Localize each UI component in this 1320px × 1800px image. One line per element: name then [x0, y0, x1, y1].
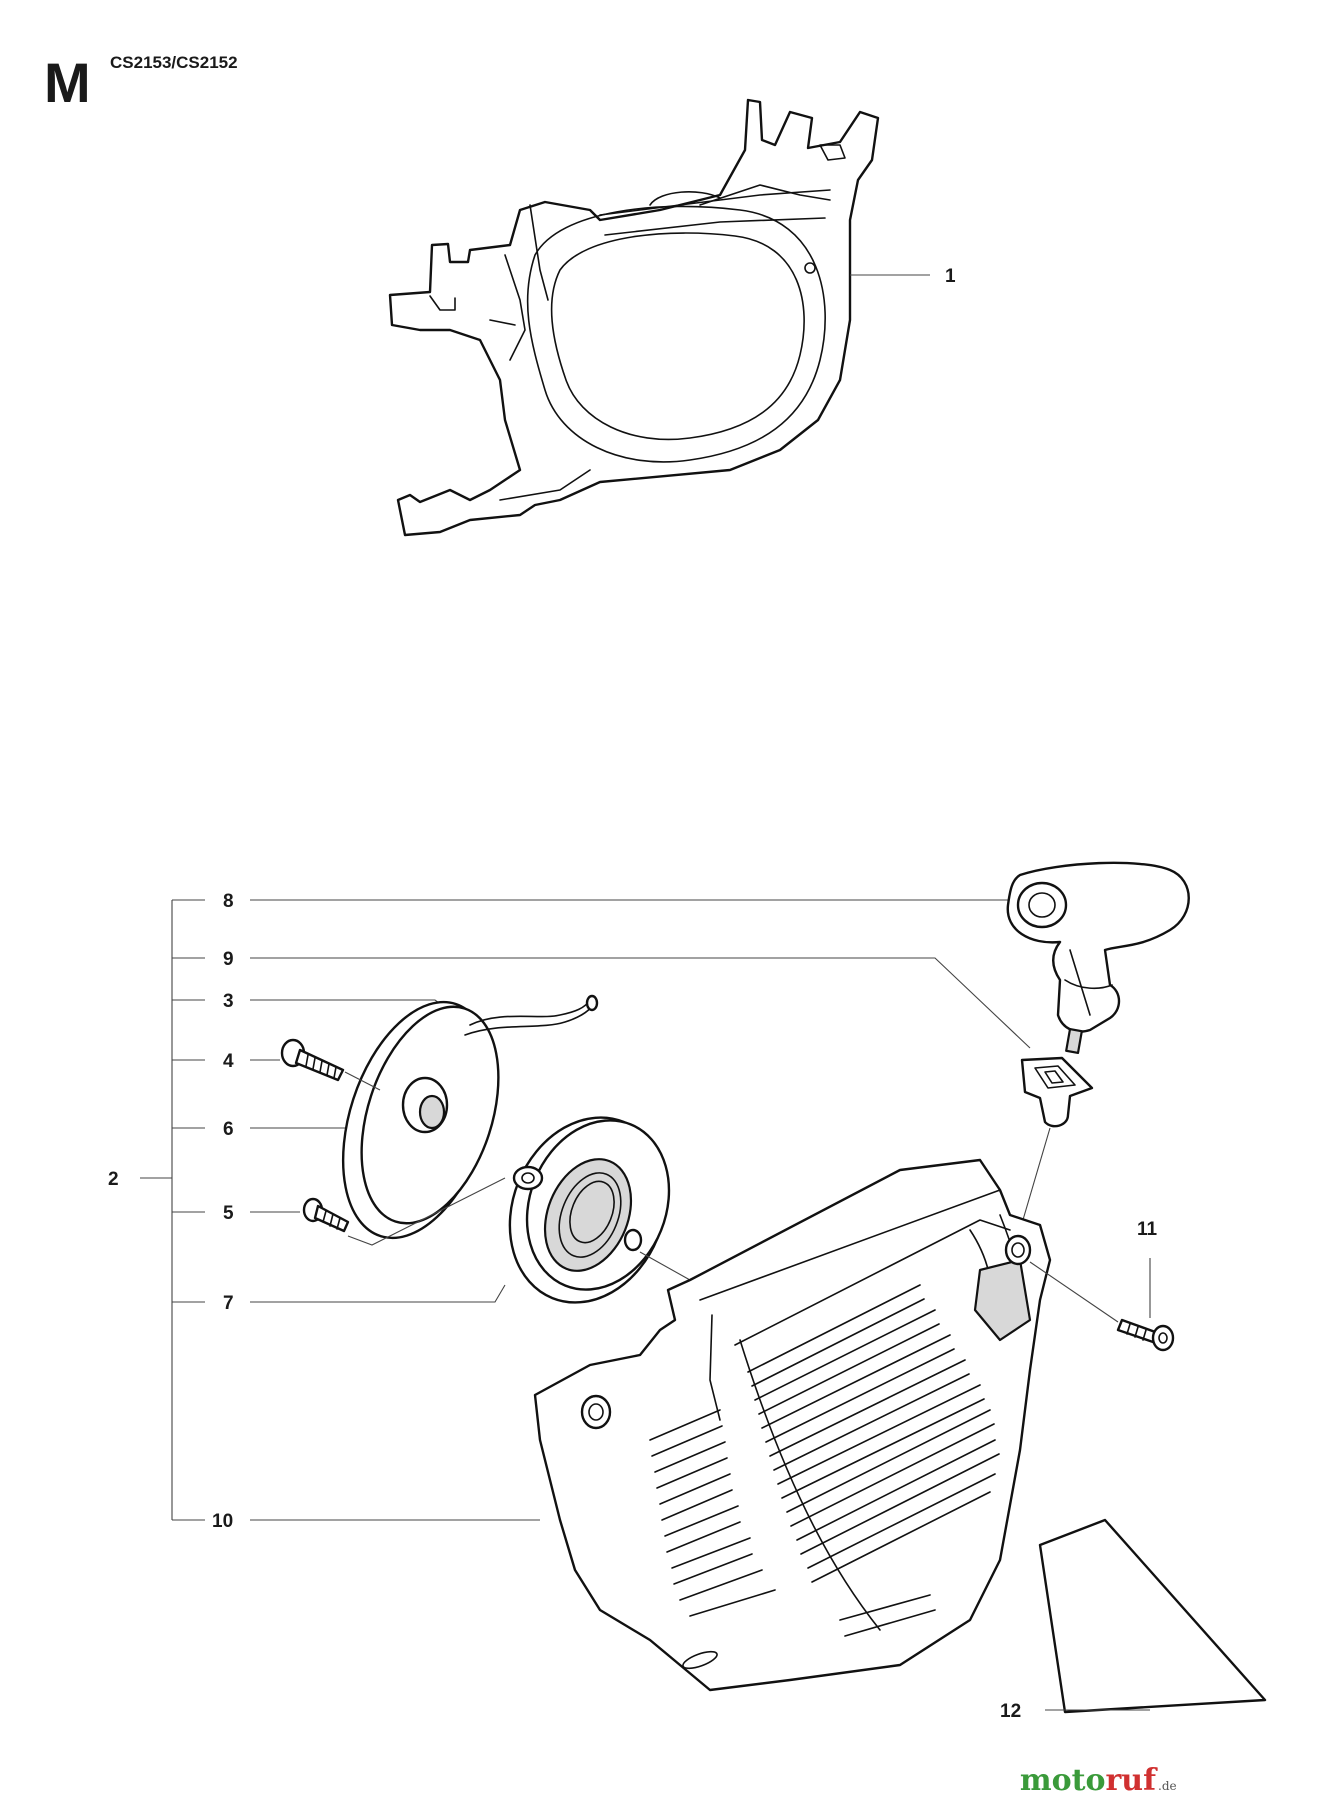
callout-12: 12: [1000, 1701, 1021, 1722]
callout-8: 8: [223, 891, 234, 912]
starter-handle-icon: [1006, 861, 1190, 1054]
callout-9: 9: [223, 949, 234, 970]
rope-guide-icon: [1020, 1056, 1094, 1128]
decal-icon: [1038, 1518, 1267, 1714]
callout-5: 5: [223, 1203, 234, 1224]
callout-10: 10: [212, 1511, 233, 1532]
callout-6: 6: [223, 1119, 234, 1140]
callout-4: 4: [223, 1051, 234, 1072]
callout-3: 3: [223, 991, 234, 1012]
watermark-logo: motoruf .de: [1020, 1763, 1177, 1798]
section-letter: M: [44, 51, 91, 114]
callout-11: 11: [1137, 1219, 1158, 1240]
cover-vents: [649, 1284, 1000, 1637]
svg-text:motoruf: motoruf: [1020, 1763, 1158, 1798]
model-number: CS2153/CS2152: [110, 53, 238, 72]
starter-cover-icon: [533, 1158, 1052, 1692]
callout-7: 7: [223, 1293, 234, 1314]
svg-text:.de: .de: [1158, 1779, 1177, 1793]
screw-icon: [302, 1197, 350, 1233]
callout-1: 1: [945, 266, 956, 287]
recoil-spring-icon: [508, 1116, 671, 1304]
rope-pulley-icon: [341, 994, 599, 1240]
callout-2: 2: [108, 1169, 119, 1190]
screw-icon: [1116, 1318, 1175, 1352]
screw-icon: [280, 1038, 345, 1082]
fan-housing-icon: [388, 98, 880, 537]
